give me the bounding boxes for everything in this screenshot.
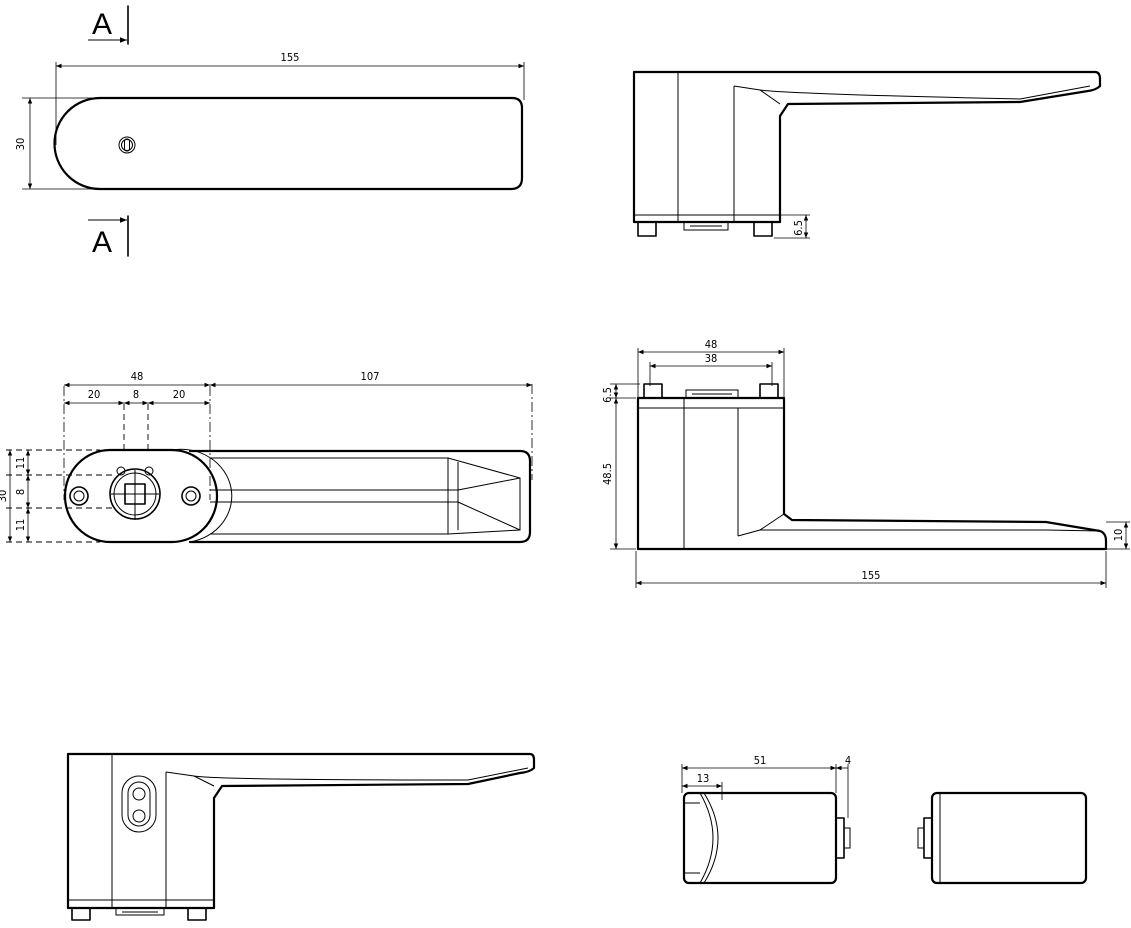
dim-top-length: 155	[281, 51, 300, 64]
section-marker-top: A	[88, 5, 129, 45]
dim-front-length: 155	[862, 569, 881, 582]
section-label-bottom: A	[92, 226, 112, 259]
view-top-plan: 155 30 A A	[14, 5, 525, 259]
section-label-top: A	[92, 8, 112, 41]
dim-front-thickness: 10	[1112, 529, 1125, 542]
dim-front-height: 48.5	[601, 463, 614, 485]
dim-cyl-cap: 13	[697, 772, 710, 785]
dim-v-bottom: 11	[14, 519, 27, 532]
dim-cyl-tail: 4	[845, 754, 851, 767]
lock-cutout-icon	[121, 775, 157, 833]
dim-rose-left: 20	[88, 388, 101, 401]
dim-rose-right: 20	[173, 388, 186, 401]
dim-v-total: 30	[0, 490, 9, 503]
view-cylinder-rear	[917, 791, 1088, 885]
view-section-aa	[66, 752, 536, 921]
dim-front-width: 48	[705, 338, 718, 351]
dim-rose-center: 8	[133, 388, 139, 401]
dim-handle-length: 107	[361, 370, 380, 383]
dim-top-height: 30	[14, 138, 27, 151]
dim-rose-width: 48	[131, 370, 144, 383]
dim-side-standoff: 6.5	[792, 220, 805, 236]
lock-slot-icon	[118, 136, 136, 154]
dim-v-mid: 8	[14, 489, 27, 495]
section-marker-bottom: A	[88, 215, 129, 259]
view-front: 48 38 6.5 48.5 155 10	[601, 338, 1130, 588]
view-bottom-rose: 48 107 20 8 20 11 8 11 30	[0, 370, 533, 544]
dim-front-standoff: 6.5	[601, 387, 614, 403]
dim-v-top: 11	[14, 457, 27, 470]
dim-cyl-length: 51	[754, 754, 767, 767]
view-side-upper: 6.5	[632, 70, 1102, 239]
dim-front-screws: 38	[705, 352, 718, 365]
view-cylinder-side: 51 13 4	[681, 754, 851, 885]
